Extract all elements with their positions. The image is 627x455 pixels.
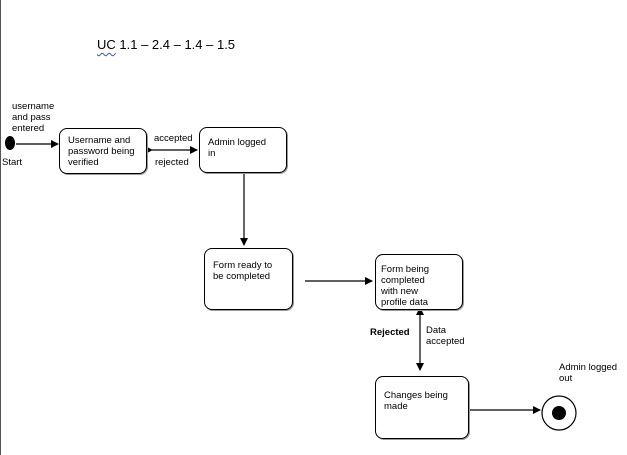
end-note-label: Admin logged out — [559, 362, 618, 384]
state-admin-logged-in: Admin logged in — [199, 127, 287, 173]
state-changes-made: Changes being made — [375, 376, 469, 439]
rejected-label: rejected — [155, 157, 189, 168]
start-label: Start — [2, 157, 23, 168]
accepted-label: accepted — [154, 133, 193, 144]
rejected-bold-label: Rejected — [370, 327, 410, 338]
data-accepted-label: Data accepted — [426, 325, 465, 347]
transition-rejected-arrowhead — [416, 307, 424, 315]
title-uc: UC — [97, 37, 116, 52]
state-form-completing: Form being completed with new profile da… — [375, 254, 463, 310]
start-note-label: username and pass entered — [12, 101, 55, 134]
state-form-ready: Form ready to be completed — [204, 248, 293, 310]
title-rest: 1.1 – 2.4 – 1.4 – 1.5 — [115, 37, 236, 52]
initial-state-node — [5, 136, 15, 150]
page-left-border — [0, 0, 1, 455]
diagram-title: UC 1.1 – 2.4 – 1.4 – 1.5 — [97, 37, 235, 52]
final-state-inner — [552, 406, 566, 420]
state-verifying: Username and password being verified — [59, 128, 147, 174]
